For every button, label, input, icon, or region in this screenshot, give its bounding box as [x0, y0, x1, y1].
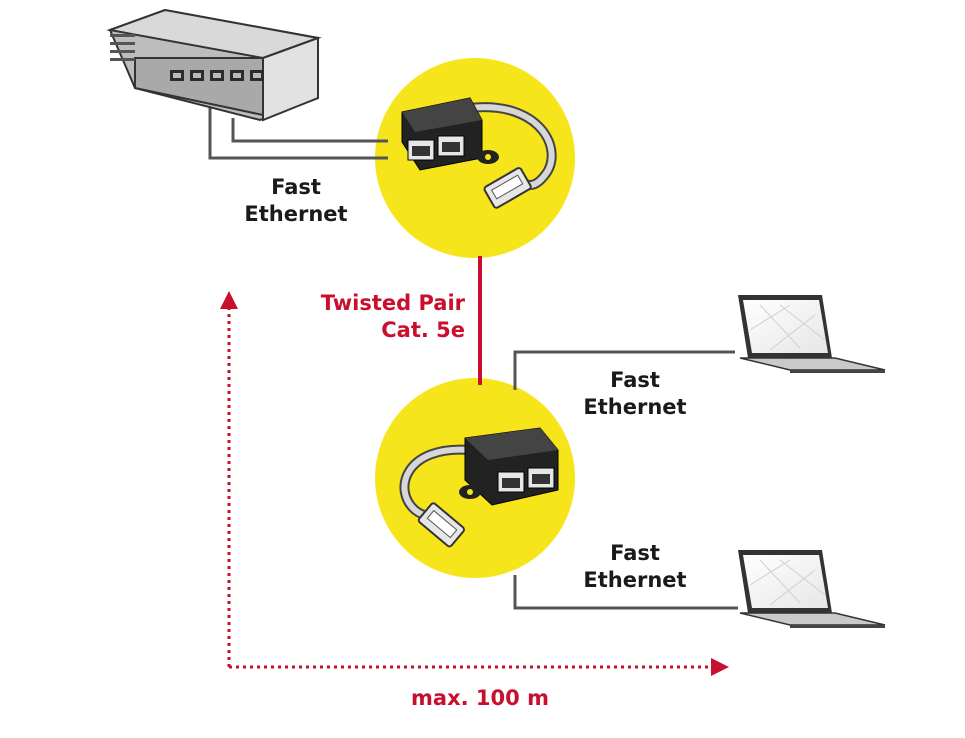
rj45-splitter-top-icon: [401, 97, 557, 209]
rj45-splitter-bottom-icon: [399, 427, 559, 548]
twisted-pair-line1: Twisted Pair: [320, 291, 465, 315]
fast-ethernet-label-laptop1: Fast Ethernet: [575, 367, 695, 421]
network-switch-icon: [106, 8, 322, 122]
distance-arrows: [220, 291, 729, 676]
fast-ethernet-line1: Fast: [271, 175, 321, 199]
switch-cables: [208, 108, 388, 160]
distance-label: max. 100 m: [411, 686, 549, 710]
fast-ethernet-line2: Ethernet: [244, 202, 348, 226]
fast-ethernet-line2: Ethernet: [583, 568, 687, 592]
fast-ethernet-label-laptop2: Fast Ethernet: [575, 540, 695, 594]
fast-ethernet-line1: Fast: [610, 541, 660, 565]
laptop-cables: [513, 350, 738, 610]
fast-ethernet-label-switch: Fast Ethernet: [236, 174, 356, 228]
twisted-pair-label: Twisted Pair Cat. 5e: [290, 290, 465, 344]
laptop-icon: [738, 550, 886, 628]
twisted-pair-line2: Cat. 5e: [381, 318, 465, 342]
laptop-icon: [738, 295, 886, 373]
fast-ethernet-line2: Ethernet: [583, 395, 687, 419]
fast-ethernet-line1: Fast: [610, 368, 660, 392]
